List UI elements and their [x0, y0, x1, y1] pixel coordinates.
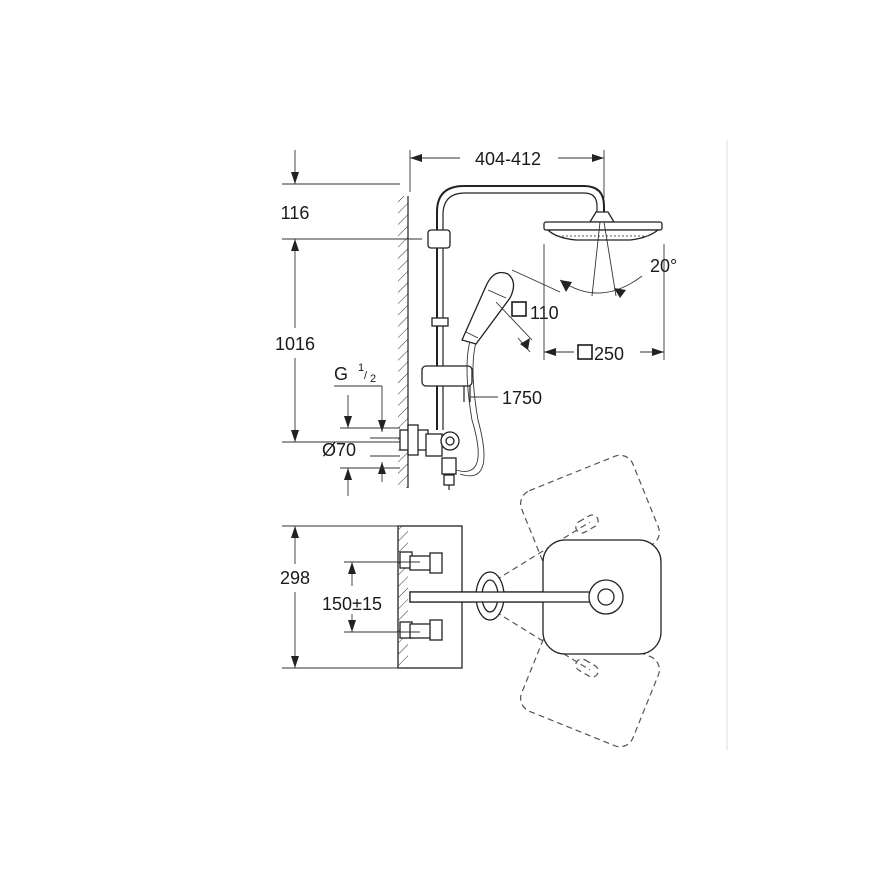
dimension-298-label: 298: [280, 568, 310, 588]
head-shower-size-label: 250: [594, 344, 624, 364]
dimension-head-shower: 250: [543, 244, 665, 364]
shower-hose: [455, 334, 479, 472]
hand-shower: [461, 271, 515, 345]
dimension-width-label: 404-412: [475, 149, 541, 169]
dimension-1016-label: 1016: [275, 334, 315, 354]
shower-riser: 1750: [421, 185, 605, 430]
elevation-view: 404-412 116 1016 G 1 / 2: [275, 149, 677, 496]
thread-denominator: 2: [370, 373, 376, 385]
inlet-spacing-label: 150±15: [322, 594, 382, 614]
dimension-116: 116: [281, 150, 400, 223]
dimension-diameter-label: Ø70: [322, 440, 356, 460]
thread-prefix: G: [334, 364, 348, 384]
dimension-width: 404-412: [409, 149, 605, 198]
dimension-1016: 1016: [275, 238, 422, 443]
hose-length-label: 1750: [502, 388, 542, 408]
square-icon: [511, 301, 527, 317]
inlets: [399, 551, 443, 641]
thread-numerator: 1: [358, 362, 364, 374]
dimension-inlet-spacing: 150±15: [322, 561, 420, 633]
wall-hatch: [398, 196, 408, 488]
square-icon: [577, 344, 593, 360]
head-shower: 20°: [543, 211, 677, 298]
diverter: [399, 424, 460, 490]
thread-dimension: G 1 / 2: [334, 362, 400, 482]
thread-fraction-bar: /: [364, 370, 368, 382]
wall-hatch-plan: [398, 526, 408, 668]
dimension-diameter: Ø70: [322, 395, 400, 496]
dimension-298: 298: [280, 525, 400, 669]
dimension-116-label: 116: [281, 203, 310, 223]
plan-view: 298 150±15: [280, 454, 662, 748]
